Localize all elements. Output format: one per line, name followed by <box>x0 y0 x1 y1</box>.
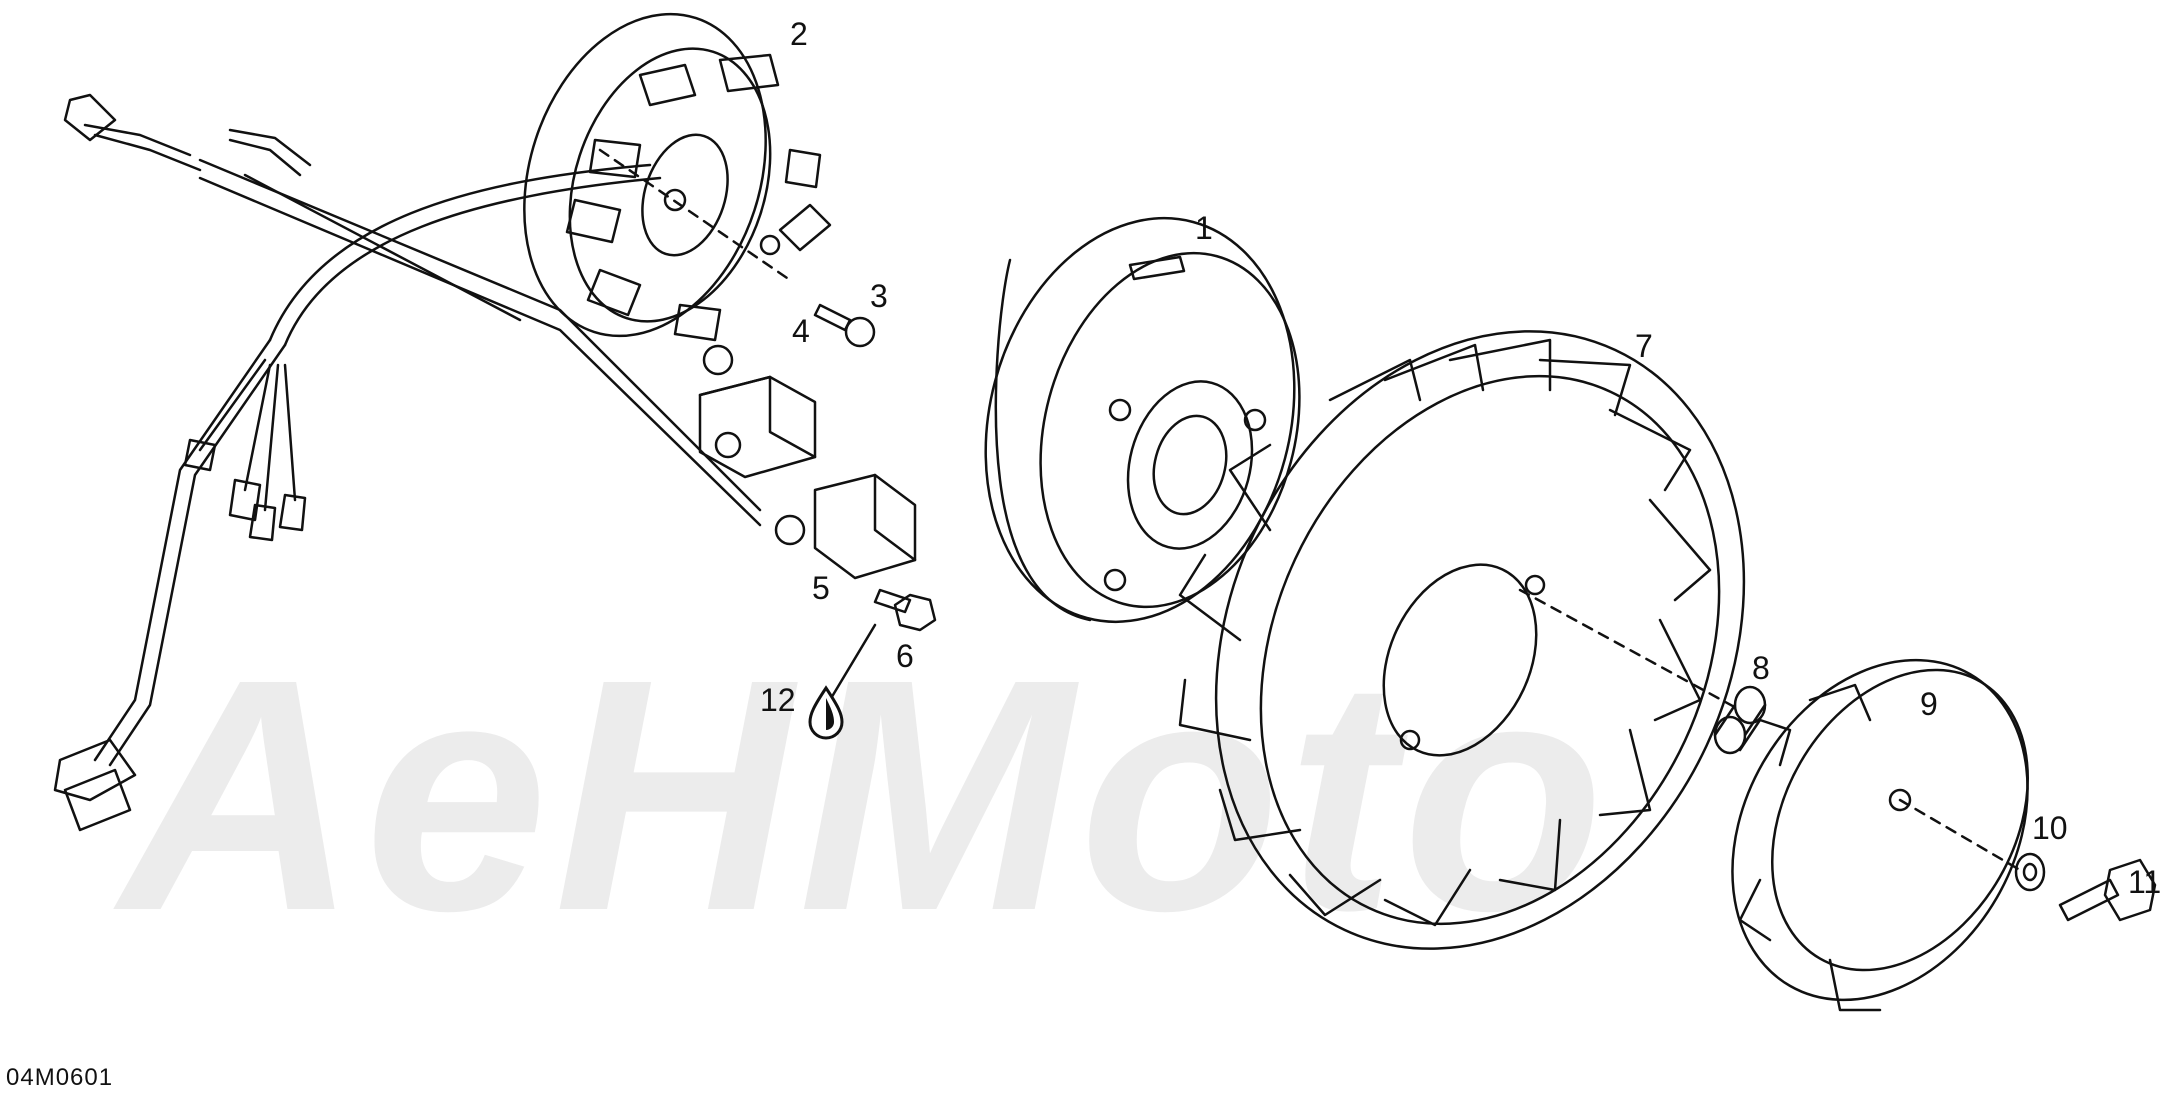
flywheel <box>984 216 1301 624</box>
callout-12: 12 <box>760 682 796 718</box>
stator <box>523 12 832 342</box>
callout-8: 8 <box>1752 650 1770 686</box>
callout-4: 4 <box>792 313 810 349</box>
figure-code: 04M0601 <box>6 1064 114 1091</box>
wiring-harness <box>53 93 762 832</box>
washer-10 <box>2014 852 2046 892</box>
pickup-coil-4 <box>698 344 817 479</box>
starter-pulley <box>1731 658 2029 1012</box>
watermark: AeHMoto <box>120 610 1611 979</box>
callout-6: 6 <box>896 638 914 674</box>
bolt-11 <box>2058 858 2157 922</box>
pickup-5 <box>774 473 917 580</box>
callout-11: 11 <box>2128 864 2162 900</box>
callout-5: 5 <box>812 570 830 606</box>
screw-3 <box>813 303 876 348</box>
callout-3: 3 <box>870 278 888 314</box>
bolt-6 <box>828 588 937 702</box>
callout-7: 7 <box>1635 328 1653 364</box>
drop-icon <box>808 685 844 740</box>
callout-10: 10 <box>2032 810 2068 846</box>
callout-1: 1 <box>1195 210 1213 246</box>
callout-2: 2 <box>790 16 808 52</box>
spacer-8 <box>1713 685 1767 755</box>
cooling-fan <box>1178 330 1746 950</box>
callout-9: 9 <box>1920 686 1938 722</box>
